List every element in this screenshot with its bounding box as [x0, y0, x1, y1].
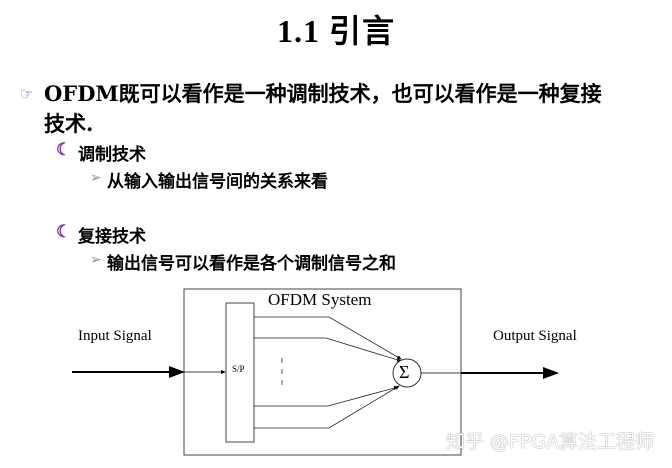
crescent-moon-bullet-icon: ☾: [56, 222, 72, 242]
crescent-moon-bullet-icon: ☾: [56, 140, 72, 160]
system-label: OFDM System: [268, 290, 372, 309]
sp-box: [225, 302, 255, 443]
main-bullet-line-1: OFDM既可以看作是一种调制技术，也可以看作是一种复接: [44, 81, 602, 106]
pointing-hand-icon: ☞: [20, 85, 34, 103]
input-signal-label: Input Signal: [78, 328, 152, 344]
sum-symbol: Σ: [399, 362, 410, 382]
sp-label: S/P: [232, 364, 245, 374]
arrow-triangle-bullet-icon: ➢: [90, 252, 102, 268]
sub-item-multiplexing: 复接技术: [78, 227, 146, 247]
sub-item-modulation: 调制技术: [78, 145, 146, 165]
slide-title: 1.1 引言: [276, 13, 395, 49]
watermark: 知乎 @FPGA算法工程师: [446, 431, 655, 453]
sub-item-multiplexing-detail: 输出信号可以看作是各个调制信号之和: [107, 254, 396, 274]
main-bullet-line-2: 技术.: [44, 111, 94, 136]
output-signal-label: Output Signal: [493, 328, 577, 344]
arrow-triangle-bullet-icon: ➢: [90, 170, 102, 186]
sub-item-modulation-detail: 从输入输出信号间的关系来看: [107, 172, 328, 192]
